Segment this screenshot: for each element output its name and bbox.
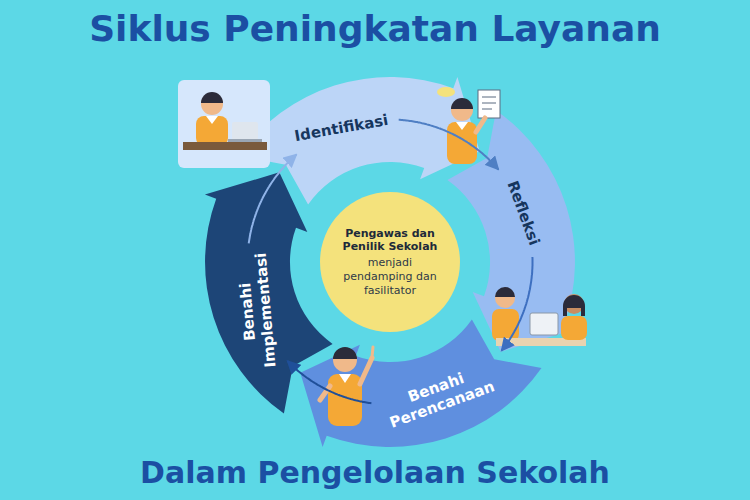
reading-figure-part	[478, 90, 500, 118]
desk-figure-part	[232, 122, 258, 140]
desk-figure-part	[196, 116, 228, 146]
desk-figure-part	[228, 139, 262, 142]
meeting-figure-part	[563, 295, 585, 316]
reading-figure-part	[437, 87, 455, 97]
speaking-figure-part	[339, 374, 351, 383]
meeting-figure	[492, 287, 587, 346]
reading-figure-part	[456, 122, 468, 130]
desk-figure-part	[201, 93, 223, 115]
stage-name: Benahi Implementasi	[233, 252, 279, 370]
desk-figure-part	[201, 92, 223, 103]
reading-figure-part	[451, 98, 473, 109]
speaking-figure-part	[333, 348, 357, 372]
speaking-figure-part	[372, 347, 373, 357]
cycle-connector	[249, 155, 297, 244]
meeting-figure-part	[561, 316, 587, 340]
meeting-figure-part	[495, 287, 515, 297]
circle-heading: Pengawas dan Penilik Sekolah	[338, 227, 442, 255]
cycle-connector	[288, 361, 372, 403]
reading-figure-part	[447, 122, 477, 164]
diagram-title: Siklus Peningkatan Layanan	[0, 8, 750, 49]
reading-figure	[437, 87, 500, 164]
reading-figure-part	[451, 99, 473, 121]
speaking-figure	[320, 347, 373, 426]
desk-figure-part	[183, 142, 267, 150]
diagram-caption: Dalam Pengelolaan Sekolah	[0, 455, 750, 490]
desk-figure	[178, 80, 270, 168]
reading-figure-part	[482, 97, 496, 109]
speaking-figure-part	[360, 358, 372, 384]
desk-figure-part	[206, 116, 218, 124]
ring-segment	[447, 111, 575, 352]
cycle-connector	[399, 120, 499, 170]
reading-figure-part	[476, 118, 485, 132]
facilitator-circle: Pengawas dan Penilik Sekolahmenjadi pend…	[320, 192, 460, 332]
circle-body: menjadi pendamping dan fasilitator	[338, 256, 442, 297]
meeting-figure-part	[492, 309, 519, 341]
ring-segment	[205, 172, 333, 413]
speaking-figure-part	[333, 347, 357, 359]
meeting-figure-part	[495, 288, 515, 308]
cycle-connector	[502, 257, 533, 351]
meeting-figure-part	[530, 313, 558, 335]
desk-figure-part	[178, 80, 270, 168]
